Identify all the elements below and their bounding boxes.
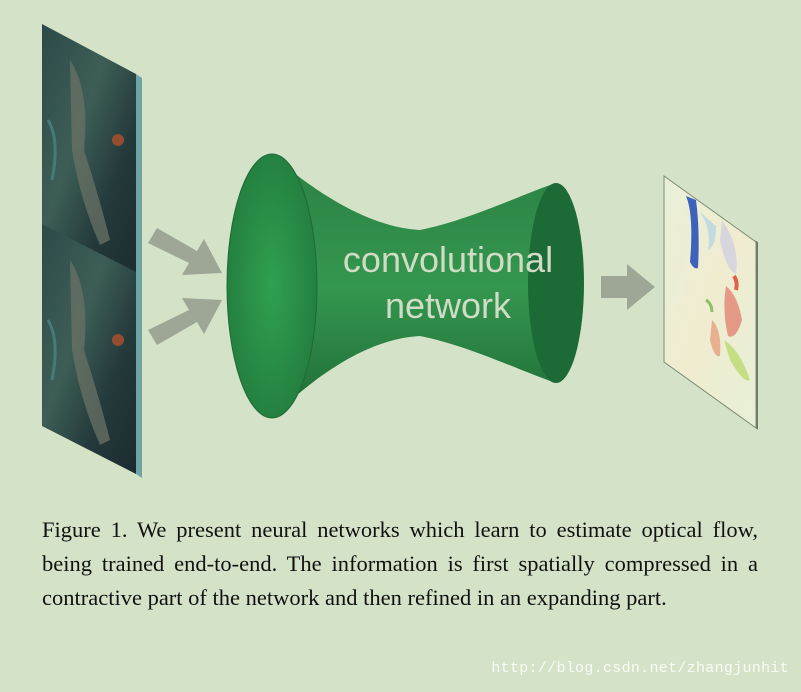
output-arrow — [601, 264, 655, 310]
network-label-line1: convolutional — [343, 239, 553, 280]
input-frame-2 — [42, 224, 142, 478]
output-flow-frame — [663, 175, 758, 430]
figure: convolutional network — [42, 24, 758, 478]
convolutional-network-shape: convolutional network — [226, 153, 584, 419]
input-arrow-bottom — [148, 298, 222, 345]
network-diagram: convolutional network — [42, 24, 758, 478]
input-frame-1 — [42, 24, 142, 290]
input-arrow-top — [148, 228, 222, 275]
figure-caption: Figure 1. We present neural networks whi… — [42, 517, 758, 610]
watermark: http://blog.csdn.net/zhangjunhit — [491, 660, 789, 677]
network-label-line2: network — [385, 285, 512, 326]
